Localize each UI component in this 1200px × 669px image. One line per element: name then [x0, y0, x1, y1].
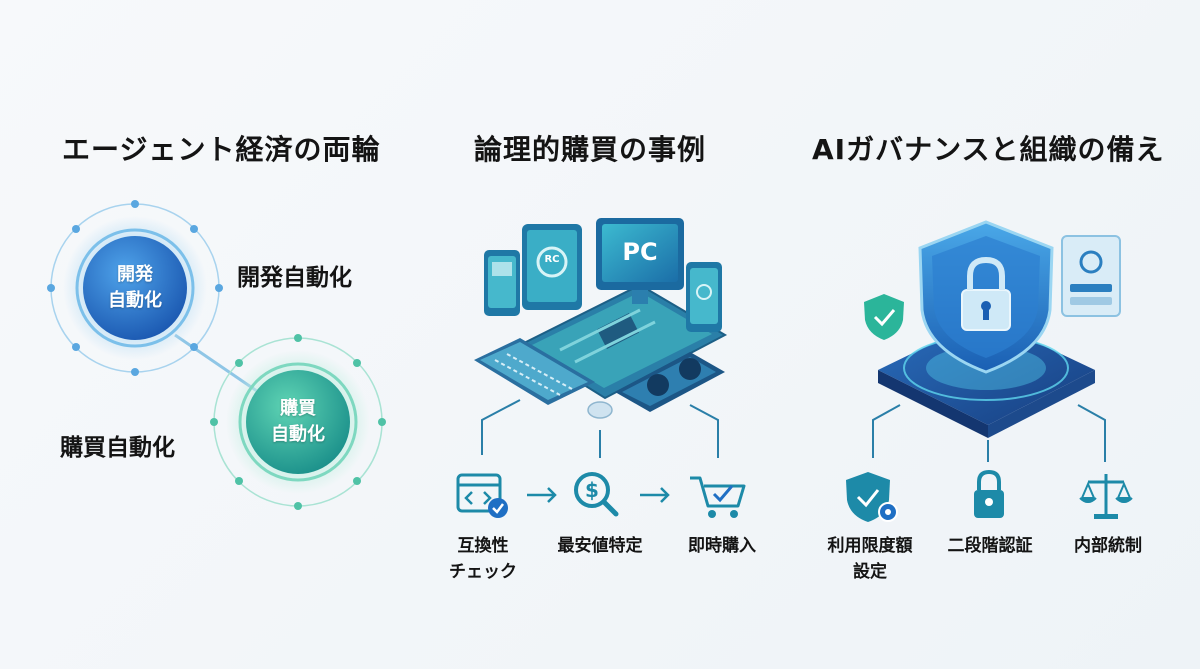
step-compatibility-line2: チェック — [449, 562, 517, 582]
phone-icon — [484, 250, 520, 316]
graphics-card-icon — [615, 352, 725, 412]
buy-wheel-line2: 自動化 — [271, 424, 325, 445]
buy-wheel — [210, 334, 386, 510]
step-compatibility-caption: 互換性 チェック — [438, 533, 528, 585]
step-lowest-price-line1: 最安値特定 — [557, 536, 643, 556]
tablet-text: RC — [544, 254, 560, 265]
buy-wheel-line1: 購買 — [280, 398, 316, 419]
shield-check-icon — [864, 294, 904, 340]
gov-spending-limit-line1: 利用限度額 — [827, 536, 913, 556]
gov-2fa-line1: 二段階認証 — [947, 536, 1033, 556]
step-compatibility-line1: 互換性 — [457, 536, 509, 556]
step-instant-purchase-line1: 即時購入 — [688, 536, 756, 556]
dev-wheel — [47, 200, 223, 376]
pc-components-illustration — [474, 218, 728, 458]
gov-internal-control-line1: 内部統制 — [1074, 536, 1142, 556]
shield-lock-icon — [918, 220, 1054, 374]
dev-wheel-text: 開発 自動化 — [95, 262, 175, 314]
shield-check-gear-icon — [846, 472, 898, 522]
step-instant-purchase-caption: 即時購入 — [672, 533, 772, 559]
gov-internal-control-caption: 内部統制 — [1060, 533, 1156, 559]
monitor-text: PC — [622, 238, 658, 266]
svg-text:$: $ — [585, 478, 599, 502]
monitor-icon — [596, 218, 684, 304]
tablet-icon — [522, 224, 582, 310]
keyboard-icon — [474, 338, 595, 405]
dev-wheel-line1: 開発 — [117, 264, 153, 285]
dev-wheel-line2: 自動化 — [108, 290, 162, 311]
dollar-search-icon: $ — [574, 472, 619, 517]
login-panel-icon — [1061, 235, 1121, 317]
mouse-icon — [587, 401, 613, 419]
scales-icon — [1079, 474, 1133, 519]
buy-automation-label: 購買自動化 — [60, 435, 175, 461]
arrow-icon — [640, 487, 670, 503]
section-title-governance: AIガバナンスと組織の備え — [812, 133, 1165, 166]
dev-automation-label: 開発自動化 — [237, 265, 352, 291]
step-lowest-price-caption: 最安値特定 — [540, 533, 660, 559]
security-platform-illustration — [864, 220, 1121, 462]
arrow-icon — [527, 487, 557, 503]
lock-icon — [974, 469, 1004, 518]
section-title-economy: エージェント経済の両輪 — [62, 133, 381, 166]
cart-check-icon — [690, 476, 746, 518]
right-tablet-icon — [686, 262, 722, 332]
wheels-diagram — [47, 200, 386, 510]
buy-wheel-text: 購買 自動化 — [258, 396, 338, 448]
gov-spending-limit-caption: 利用限度額 設定 — [815, 533, 925, 585]
gov-spending-limit-line2: 設定 — [853, 562, 887, 582]
gov-2fa-caption: 二段階認証 — [935, 533, 1045, 559]
section-title-purchase: 論理的購買の事例 — [474, 133, 707, 166]
code-check-icon — [456, 473, 508, 518]
